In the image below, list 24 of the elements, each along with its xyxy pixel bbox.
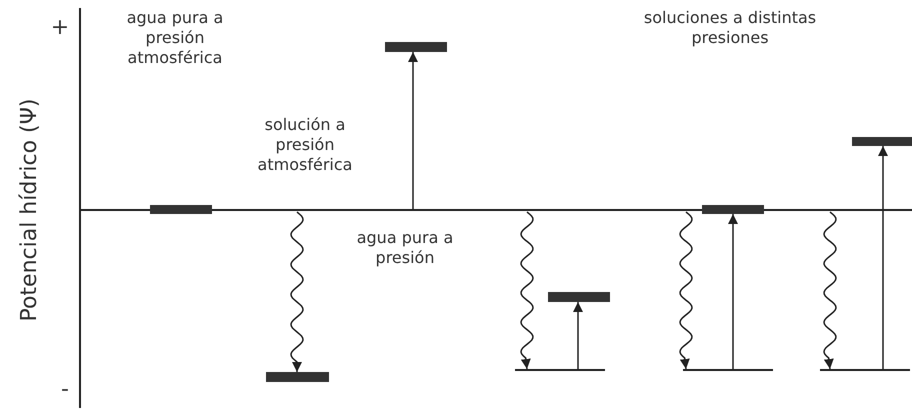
arrow (573, 302, 583, 369)
arrow (728, 214, 738, 369)
annotation-text: solución a presión atmosférica (256, 115, 354, 175)
annotation-text: agua pura a presión atmosférica (126, 8, 224, 68)
base-line (515, 369, 605, 371)
wavy-arrow (823, 211, 837, 370)
annotation-text: agua pura a presión (356, 228, 454, 268)
arrow (408, 52, 418, 210)
axis-tick-label: - (60, 380, 70, 400)
annotation-text: soluciones a distintas presiones (642, 8, 818, 48)
level-bar (266, 372, 329, 382)
base-line (820, 369, 910, 371)
wavy-arrow (520, 211, 534, 370)
level-bar (385, 42, 447, 52)
base-line (683, 369, 773, 371)
level-bar (852, 137, 912, 146)
level-bar (702, 205, 764, 214)
level-bar (150, 205, 212, 214)
axis-title: Potencial hídrico (Ψ) (16, 97, 43, 324)
wavy-arrow (290, 211, 304, 372)
wavy-arrow (679, 211, 693, 370)
arrow (878, 146, 888, 369)
axis-tick-label: + (50, 18, 70, 38)
level-bar (548, 292, 610, 302)
